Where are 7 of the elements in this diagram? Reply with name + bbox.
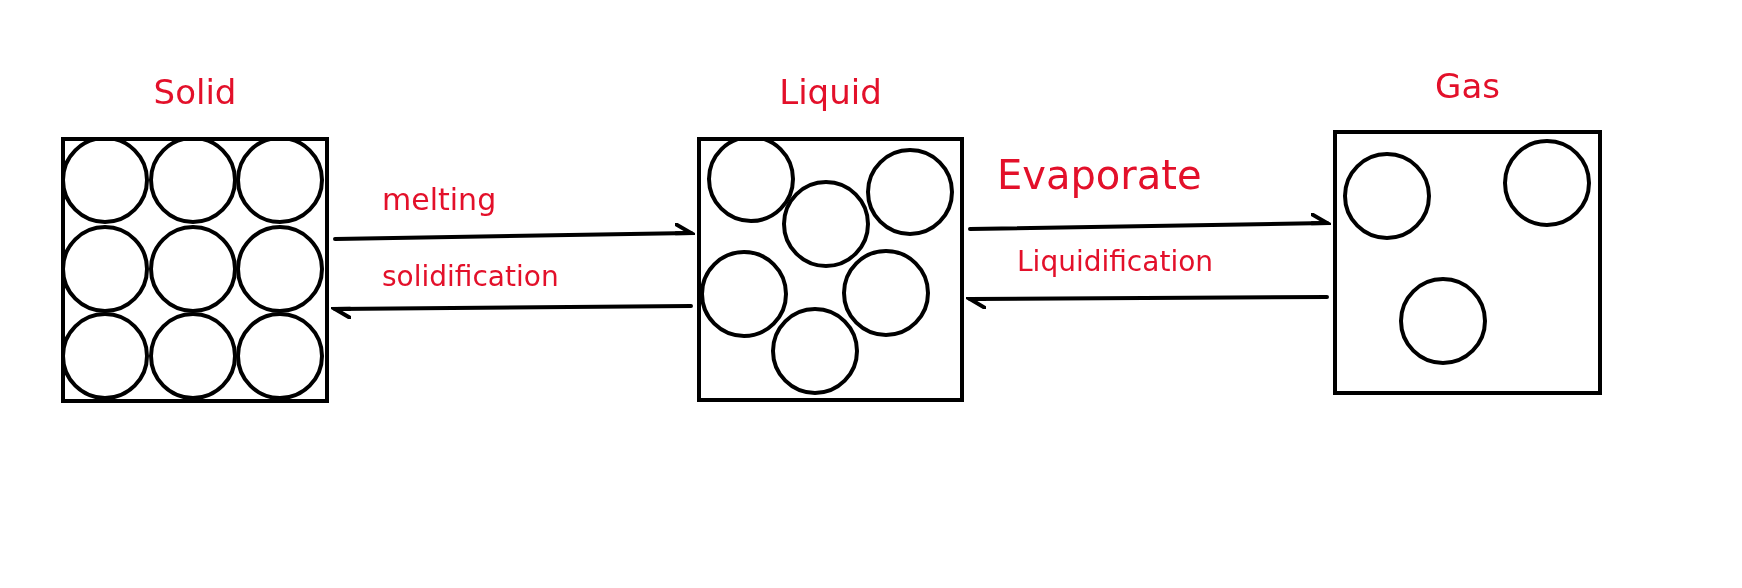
arrow — [333, 304, 693, 320]
state-heading: Solid — [152, 72, 238, 112]
arrow — [333, 222, 693, 241]
state-heading: Liquid — [778, 72, 883, 112]
state-heading: Gas — [1434, 66, 1501, 106]
arrow — [968, 295, 1329, 310]
arrow — [968, 212, 1329, 231]
